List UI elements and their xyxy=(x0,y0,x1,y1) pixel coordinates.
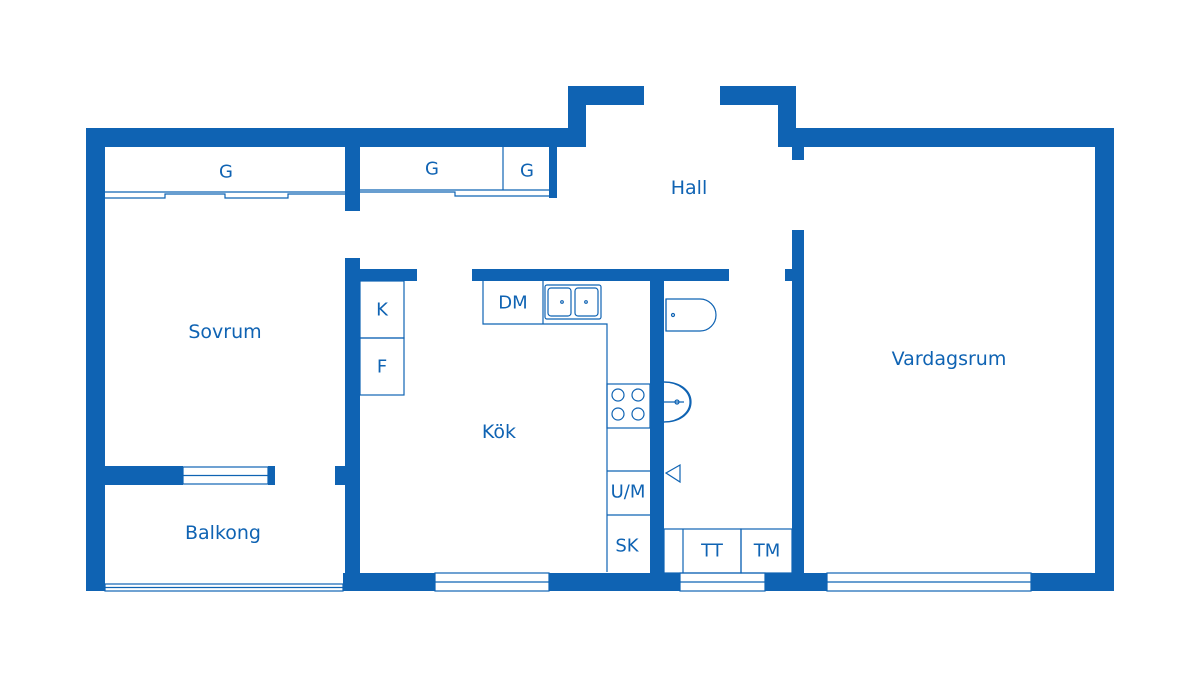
wall-right xyxy=(1095,128,1114,591)
wall-balkong-right-stub xyxy=(335,466,347,485)
wall-entry-right-top xyxy=(720,86,796,105)
bathroom-fixtures: TT TM xyxy=(663,298,793,574)
fridge-label: K xyxy=(376,300,389,321)
wall-wardrobe-end xyxy=(549,147,557,198)
wall-bath-living xyxy=(792,230,804,591)
washer xyxy=(740,528,793,574)
wall-kok-top-right xyxy=(472,269,729,281)
wall-bottom-4 xyxy=(1031,573,1114,591)
wall-balkong-top xyxy=(86,466,183,485)
washer-label: TM xyxy=(753,541,781,562)
wall-sovrum-kok xyxy=(345,258,360,591)
dishwasher-label: DM xyxy=(498,293,527,314)
freezer xyxy=(359,337,405,396)
wall-bottom-2 xyxy=(549,573,680,591)
wall-entry-left-top xyxy=(568,86,644,105)
room-label-balkong: Balkong xyxy=(185,522,261,544)
wall-kok-bath xyxy=(650,281,664,591)
sink-icon xyxy=(544,284,602,320)
wardrobe-label-3: G xyxy=(520,161,534,182)
wall-bottom-left-corner xyxy=(86,573,105,591)
wall-bottom-1 xyxy=(343,573,435,591)
wall-hall-stub xyxy=(792,147,804,160)
wall-wardrobe-divider xyxy=(345,147,360,211)
wardrobe-label-2: G xyxy=(425,159,439,180)
kitchen-fixtures: K F DM U/M SK xyxy=(359,280,651,572)
room-label-kok: Kök xyxy=(482,421,516,443)
wall-balkong-top-end xyxy=(268,466,275,485)
wall-top-left xyxy=(86,128,586,147)
cabinet-label: SK xyxy=(615,536,639,557)
wall-left xyxy=(86,128,105,591)
wardrobe-label-1: G xyxy=(219,162,233,183)
wardrobes: G G G xyxy=(105,147,549,199)
wall-top-right xyxy=(778,128,1114,147)
room-label-hall: Hall xyxy=(671,177,708,199)
freezer-label: F xyxy=(377,357,387,378)
oven-micro-label: U/M xyxy=(611,482,646,503)
windows xyxy=(104,466,1032,592)
interior-walls xyxy=(86,147,804,591)
counter-top xyxy=(482,281,608,572)
stove-icon xyxy=(606,383,651,429)
wall-bath-living-stub xyxy=(785,269,793,281)
room-label-vardagsrum: Vardagsrum xyxy=(892,348,1007,370)
room-label-sovrum: Sovrum xyxy=(188,321,261,343)
wall-kok-top-left xyxy=(345,269,417,281)
drain-icon xyxy=(664,463,681,484)
room-labels: Hall Sovrum Kök Balkong Vardagsrum xyxy=(185,177,1006,544)
toilet-icon xyxy=(665,298,717,332)
dryer-label: TT xyxy=(700,541,724,562)
